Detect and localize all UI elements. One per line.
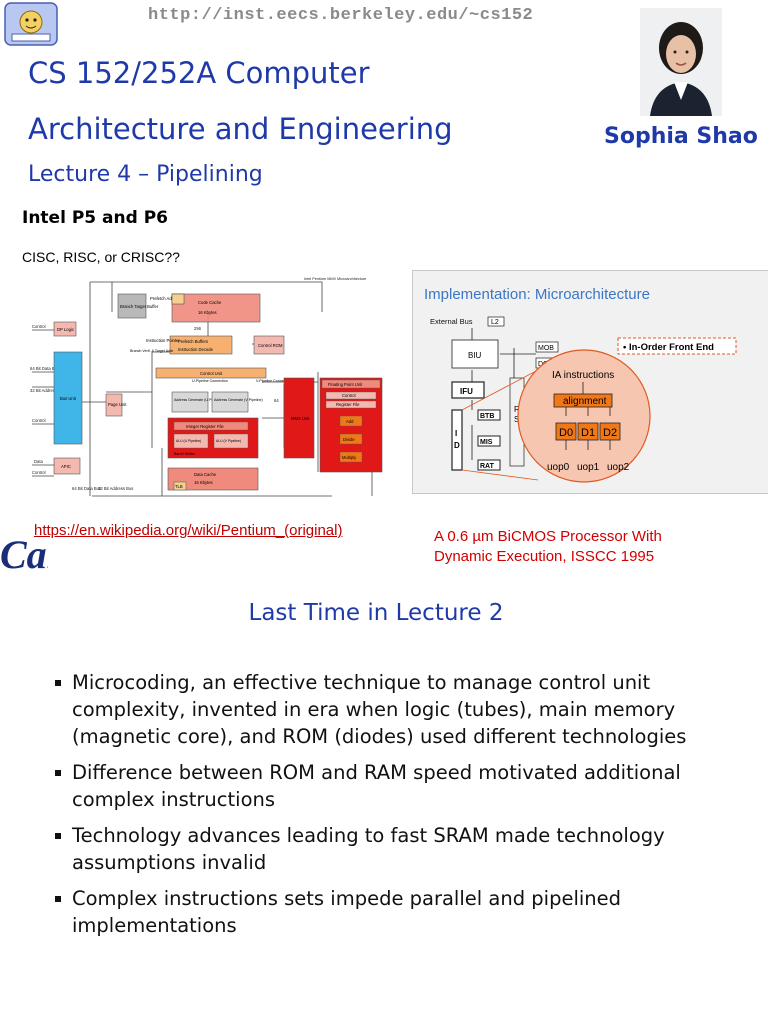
p6-alignment: alignment bbox=[563, 396, 607, 407]
p6-decoder-d0: D0 bbox=[559, 427, 573, 439]
bullet-text: Difference between ROM and RAM speed mot… bbox=[72, 761, 681, 811]
p6-rat: RAT bbox=[480, 463, 495, 470]
cs152-logo-image bbox=[4, 2, 58, 46]
question-text: CISC, RISC, or CRISC?? bbox=[22, 249, 180, 265]
p5-label-addr-bus-bottom: 32 Bit Address Bus bbox=[98, 486, 133, 491]
p5-alu-u: ALU (U Pipeline) bbox=[176, 439, 201, 443]
p5-prefetch-address: Prefetch Address bbox=[150, 296, 182, 301]
p6-title: Implementation: Microarchitecture bbox=[424, 286, 650, 303]
bullet-list: Microcoding, an effective technique to m… bbox=[54, 669, 734, 948]
p5-label-addr-bus: 32 Bit Address Bus bbox=[30, 388, 65, 393]
p5-integer-regfile: Integer Register File bbox=[186, 424, 224, 429]
citation-line2: Dynamic Execution, ISSCC 1995 bbox=[434, 548, 655, 565]
p5-label-64: 64 bbox=[274, 398, 279, 403]
p6-front-end: • In-Order Front End bbox=[623, 342, 714, 353]
p5-bus-unit: Bus Unit bbox=[60, 396, 77, 401]
p5-label-data-bus-bottom: 64 Bit Data Bus bbox=[72, 486, 101, 491]
course-url[interactable]: http://inst.eecs.berkeley.edu/~cs152 bbox=[148, 6, 534, 25]
p6-r-partial: R bbox=[514, 405, 520, 414]
p5-code-cache: Code Cache bbox=[198, 300, 222, 305]
slide-title-line1: CS 152/252A Computer bbox=[28, 56, 370, 90]
p6-decoder-d2: D2 bbox=[603, 427, 617, 439]
p5-fpu-control: Control bbox=[342, 393, 356, 398]
p5-btb: Branch Target Buffer bbox=[120, 304, 159, 309]
citation-line1: A 0.6 µm BiCMOS Processor With bbox=[434, 528, 662, 545]
svg-text:Cal: Cal bbox=[0, 532, 48, 577]
p6-l2: L2 bbox=[491, 319, 499, 326]
p5-control-rom: Control ROM bbox=[258, 343, 283, 348]
p6-id-d: D bbox=[454, 441, 460, 450]
bullet-text: Microcoding, an effective technique to m… bbox=[72, 671, 687, 748]
p5-mmx-unit: MMX Unit bbox=[291, 416, 310, 421]
lecture-title: Lecture 4 – Pipelining bbox=[28, 162, 263, 187]
bullet-item: Complex instructions sets impede paralle… bbox=[54, 885, 734, 939]
p6-ia-instructions: IA instructions bbox=[552, 370, 614, 381]
p5-tlb-bottom: TLB bbox=[175, 484, 183, 489]
instructor-photo bbox=[640, 8, 722, 116]
p6-s-partial: S bbox=[514, 415, 519, 424]
pentium-pro-microarchitecture-diagram: Implementation: Microarchitecture Extern… bbox=[412, 270, 768, 494]
p6-btb: BTB bbox=[480, 413, 494, 420]
bullet-square-icon bbox=[55, 833, 61, 839]
slide-subtitle: Intel P5 and P6 bbox=[22, 208, 168, 228]
p5-addr-gen-u: Address Generate (U Pipeline) bbox=[174, 398, 223, 402]
p6-uop0: uop0 bbox=[547, 462, 570, 473]
p6-mob: MOB bbox=[538, 345, 554, 352]
p6-biu: BIU bbox=[468, 351, 482, 360]
p5-label-control-bottom: Control bbox=[32, 470, 46, 475]
p5-fpu-multiply: Multiply bbox=[342, 455, 357, 460]
bullet-text: Technology advances leading to fast SRAM… bbox=[72, 824, 665, 874]
slide-title-line2: Architecture and Engineering bbox=[28, 112, 453, 146]
p5-label-control-left: Control bbox=[32, 324, 46, 329]
p5-barrel-shifter: Barrel Shifter bbox=[174, 452, 196, 456]
p5-dp-logic: DP Logic bbox=[57, 327, 74, 332]
p5-fpu-regfile: Register File bbox=[336, 402, 360, 407]
p5-addr-gen-v: Address Generate (V Pipeline) bbox=[214, 398, 263, 402]
bullet-square-icon bbox=[55, 770, 61, 776]
p6-id-i: I bbox=[455, 429, 457, 438]
bullet-item: Microcoding, an effective technique to m… bbox=[54, 669, 734, 750]
bullet-text: Complex instructions sets impede paralle… bbox=[72, 887, 622, 937]
p5-v-pipe-conn: V-Pipeline Connection bbox=[256, 379, 291, 383]
p6-decoder-d1: D1 bbox=[581, 427, 595, 439]
p6-ifu: IFU bbox=[460, 387, 473, 396]
p5-label-data-bus: 64 Bit Data Bus bbox=[30, 366, 59, 371]
bullet-square-icon bbox=[55, 680, 61, 686]
p6-uop1: uop1 bbox=[577, 462, 600, 473]
p5-u-pipe-conn: U-Pipeline Connection bbox=[192, 379, 228, 383]
p5-fpu-add: Add bbox=[346, 419, 354, 424]
cal-logo: Cal bbox=[0, 532, 48, 577]
p5-instruction-pointer: Instruction Pointer bbox=[146, 338, 180, 343]
bullet-square-icon bbox=[55, 896, 61, 902]
p5-branch-verif: Branch Verif. & Target Addr bbox=[130, 349, 174, 353]
p6-mis: MIS bbox=[480, 439, 493, 446]
isscc-citation: A 0.6 µm BiCMOS Processor With Dynamic E… bbox=[434, 527, 754, 567]
p5-fpu-divide: Divide bbox=[343, 437, 355, 442]
p5-title: Intel Pentium MMX Microarchitecture bbox=[304, 277, 366, 281]
bullet-item: Difference between ROM and RAM speed mot… bbox=[54, 759, 734, 813]
section-title: Last Time in Lecture 2 bbox=[248, 600, 504, 626]
p5-control-unit: Control Unit bbox=[200, 371, 223, 376]
p5-instruction-decode: Instruction Decode bbox=[178, 347, 214, 352]
p6-external-bus: External Bus bbox=[430, 317, 473, 326]
p5-apic: APIC bbox=[61, 464, 71, 469]
instructor-name: Sophia Shao bbox=[604, 124, 758, 149]
p5-data-cache: Data Cache bbox=[194, 472, 217, 477]
p5-label-256: 256 bbox=[194, 326, 202, 331]
bullet-item: Technology advances leading to fast SRAM… bbox=[54, 822, 734, 876]
p6-uop2: uop2 bbox=[607, 462, 630, 473]
p5-label-data: Data bbox=[34, 459, 44, 464]
p5-alu-v: ALU (V Pipeline) bbox=[216, 439, 241, 443]
p5-data-cache-size: 16 Kbytes bbox=[194, 480, 213, 485]
p5-label-control-mid: Control bbox=[32, 418, 46, 423]
p5-page-unit: Page Unit bbox=[108, 402, 127, 407]
p5-code-cache-size: 16 Kbytes bbox=[198, 310, 217, 315]
p5-prefetch-buffers: Prefetch Buffers bbox=[178, 339, 208, 344]
wikipedia-link[interactable]: https://en.wikipedia.org/wiki/Pentium_(o… bbox=[34, 522, 343, 539]
pentium-p5-block-diagram: Intel Pentium MMX Microarchitecture Cont… bbox=[30, 277, 383, 497]
p5-fpu: Floating Point Unit bbox=[328, 382, 363, 387]
